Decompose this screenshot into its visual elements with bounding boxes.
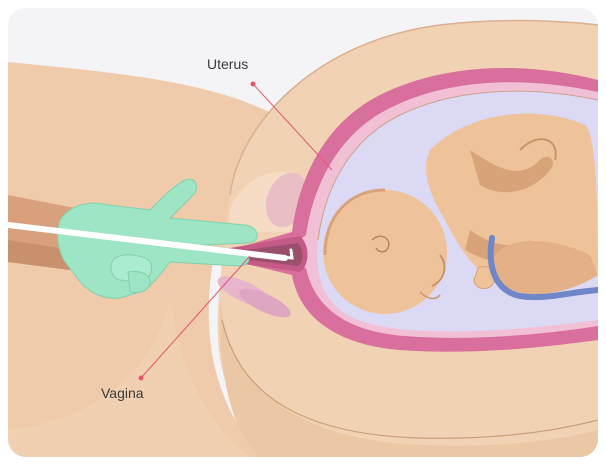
diagram-card: [8, 8, 598, 457]
amniotomy-illustration: [8, 8, 598, 457]
uterus-label: Uterus: [207, 56, 248, 72]
vagina-label: Vagina: [101, 385, 144, 401]
